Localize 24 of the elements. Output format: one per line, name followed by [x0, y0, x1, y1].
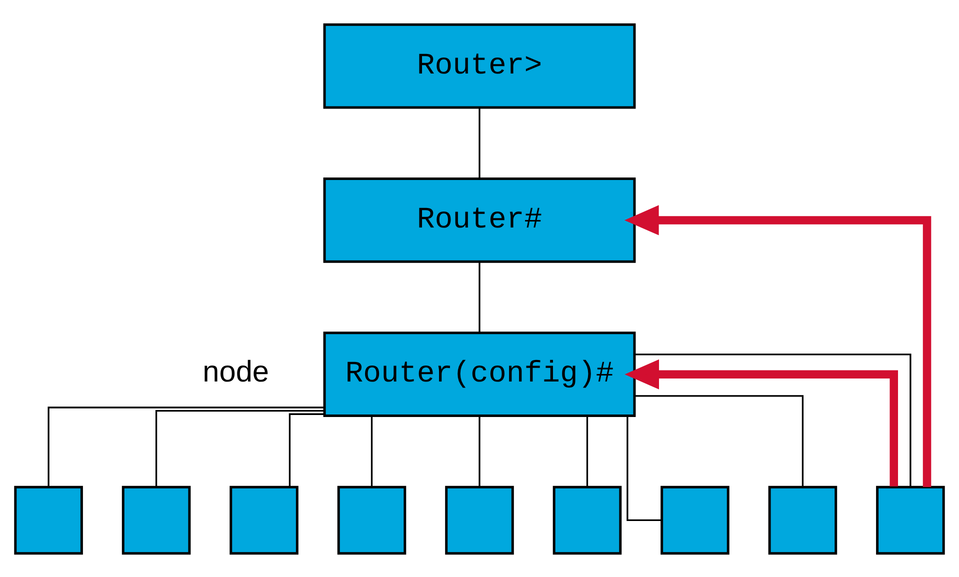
connector: [48, 406, 324, 487]
connector: [155, 410, 325, 486]
node-box: [876, 485, 945, 554]
connector: [478, 262, 480, 332]
node-box: [122, 485, 191, 554]
connector: [634, 394, 804, 486]
node-box: [768, 485, 838, 554]
arrow: [624, 204, 932, 486]
connector: [370, 416, 373, 486]
node-box: [337, 485, 406, 554]
connector: [586, 416, 588, 486]
node-box: [445, 485, 514, 554]
connector: [288, 412, 324, 486]
connector: [478, 108, 480, 178]
node-box: [230, 485, 298, 554]
connector: [626, 416, 662, 521]
node-box: [552, 485, 622, 554]
node-box: [660, 485, 730, 554]
node-box: Router(config)#: [323, 331, 636, 417]
node-box: Router>: [323, 22, 636, 108]
connector: [478, 416, 480, 486]
label: node: [202, 355, 270, 388]
node-box: Router#: [323, 177, 636, 262]
node-box: [14, 485, 83, 554]
